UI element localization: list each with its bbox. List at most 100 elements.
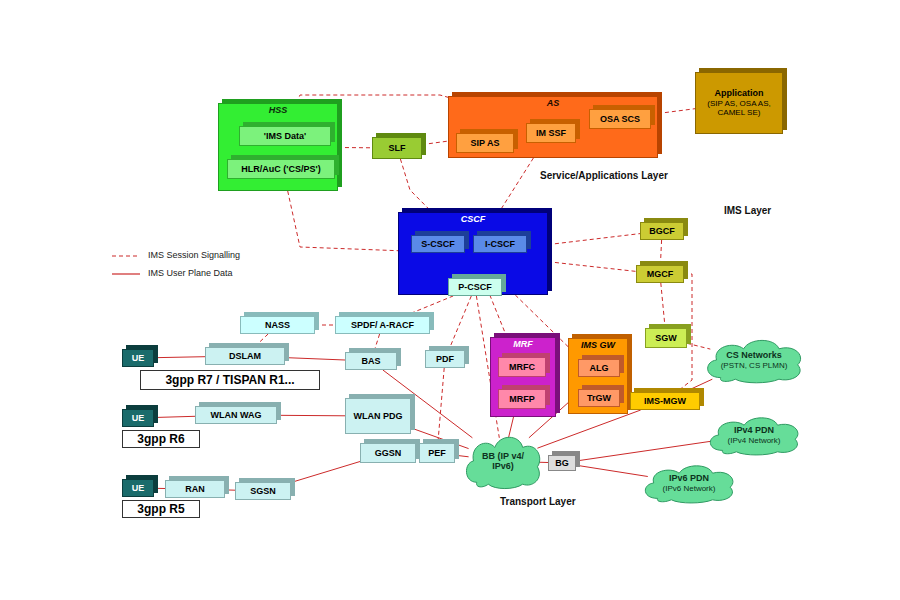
legend-swatch xyxy=(112,270,142,278)
sgsn-box: SGSN xyxy=(235,482,291,500)
trgw-box: TrGW xyxy=(578,389,620,407)
node-label: SGSN xyxy=(250,486,276,497)
legend-label: IMS User Plane Data xyxy=(148,268,233,278)
node-label: OSA SCS xyxy=(600,114,640,125)
user-plane-line xyxy=(291,462,360,483)
mrfc-box: MRFC xyxy=(498,357,546,377)
signalling-line xyxy=(400,159,431,212)
pdg-box: WLAN PDG xyxy=(345,398,411,434)
cloud-outline xyxy=(708,340,801,382)
ue-box: UE xyxy=(122,409,154,427)
group-title: CSCF xyxy=(399,213,547,225)
pdf-box: PDF xyxy=(425,350,465,368)
cscf-box: I-CSCF xyxy=(473,235,527,253)
cloud-label: IPv4 PDN xyxy=(734,425,774,435)
node-label: PDF xyxy=(436,354,454,365)
signalling-line xyxy=(660,240,661,265)
node-label: UE xyxy=(132,483,145,494)
nass-box: NASS xyxy=(240,316,315,334)
alg-box: ALG xyxy=(578,359,620,377)
node-label: GGSN xyxy=(375,448,402,459)
layer-plane: Service/Applications LayerHSS'IMS Data'H… xyxy=(180,85,760,192)
cloud-label: (PSTN, CS PLMN) xyxy=(721,361,788,370)
layer-plane-fill xyxy=(100,330,880,515)
node-label: 3gpp R5 xyxy=(137,502,184,516)
mgw-box: IMS-MGW xyxy=(630,392,700,410)
node-label: MGCF xyxy=(647,269,674,280)
wag-box: WLAN WAG xyxy=(195,406,277,424)
signalling-line xyxy=(499,158,533,212)
layer-label: IMS Layer xyxy=(724,205,771,216)
user-plane-line xyxy=(685,379,713,392)
node-label: NASS xyxy=(265,320,290,331)
data-box: 'IMS Data' xyxy=(239,126,331,146)
signalling-line xyxy=(661,283,665,328)
signalling-line xyxy=(438,368,444,443)
signalling-line xyxy=(297,95,448,103)
dslam-box: DSLAM xyxy=(205,347,285,365)
node-label: BAS xyxy=(361,356,380,367)
user-plane-line xyxy=(576,441,713,461)
layer-plane-fill xyxy=(180,86,760,190)
signalling-line xyxy=(374,334,380,352)
node-label: IMS-MGW xyxy=(644,396,686,407)
node-label: IM SSF xyxy=(536,128,566,139)
signalling-line xyxy=(288,191,398,251)
signalling-line xyxy=(254,334,268,347)
bgcf-box: BGCF xyxy=(640,222,684,240)
signalling-line xyxy=(338,147,372,148)
bg-box: BG xyxy=(548,455,576,471)
cloud-outline xyxy=(466,437,539,488)
node-label: S-CSCF xyxy=(421,239,455,250)
user-plane-line xyxy=(154,416,195,417)
signalling-line xyxy=(548,262,636,272)
user-plane-line xyxy=(277,415,345,417)
signalling-line xyxy=(687,343,710,349)
user-plane-line xyxy=(154,488,165,489)
user-plane-line xyxy=(455,455,469,457)
cloud-label: IPv6 PDN xyxy=(669,473,709,483)
ran-box: RAN xyxy=(165,480,225,498)
bas-box: BAS xyxy=(345,352,397,370)
signalling-line xyxy=(548,234,640,245)
server-box: OSA SCS xyxy=(589,109,651,129)
release-box: 3gpp R5 xyxy=(122,500,200,518)
node-label: 3gpp R7 / TISPAN R1... xyxy=(165,373,294,387)
mrf-box: MRFMRFCMRFP xyxy=(490,337,556,417)
ue-box: UE xyxy=(122,349,154,367)
cscf-box: CSCFS-CSCFI-CSCFP-CSCF xyxy=(398,212,548,295)
cloud-label: (IPv4 Network) xyxy=(728,436,781,445)
mrfp-box: MRFP xyxy=(498,389,546,409)
node-label: RAN xyxy=(185,484,205,495)
mgcf-box: MGCF xyxy=(636,265,684,283)
cloud-label: (IPv6 Network) xyxy=(663,484,716,493)
node-label: HLR/AuC ('CS/PS') xyxy=(241,164,320,175)
slf-box: SLF xyxy=(372,137,422,159)
user-plane-line xyxy=(225,489,235,490)
cloud-outline xyxy=(710,418,798,455)
node-label: ALG xyxy=(590,363,609,374)
data-box: HLR/AuC ('CS/PS') xyxy=(227,159,335,179)
signalling-line xyxy=(404,296,453,316)
signalling-line xyxy=(315,325,335,326)
node-label: DSLAM xyxy=(229,351,261,362)
node-label: 3gpp R6 xyxy=(137,432,184,446)
node-label: UE xyxy=(132,353,145,364)
sgw-box: SGW xyxy=(645,328,687,348)
user-plane-line xyxy=(576,465,648,476)
node-label: WLAN PDG xyxy=(354,411,403,422)
node-label: (SIP AS, OSA AS, CAMEL SE) xyxy=(699,99,779,118)
legend-swatch xyxy=(112,252,142,260)
application-box: Application(SIP AS, OSA AS, CAMEL SE) xyxy=(695,72,783,134)
node-label: SLF xyxy=(389,143,406,154)
node-label: WLAN WAG xyxy=(211,410,262,421)
node-label: MRFC xyxy=(509,362,535,373)
node-label: TrGW xyxy=(587,393,611,404)
group-title: HSS xyxy=(219,104,337,116)
network-cloud: IPv6 PDN(IPv6 Network) xyxy=(640,462,738,504)
node-label: BGCF xyxy=(649,226,675,237)
user-plane-line xyxy=(154,357,205,358)
as-box: ASSIP ASIM SSFOSA SCS xyxy=(448,96,658,158)
hss-box: HSS 'IMS Data' HLR/AuC ('CS/PS') xyxy=(218,103,338,191)
network-cloud: CS Networks(PSTN, CS PLMN) xyxy=(702,336,806,384)
